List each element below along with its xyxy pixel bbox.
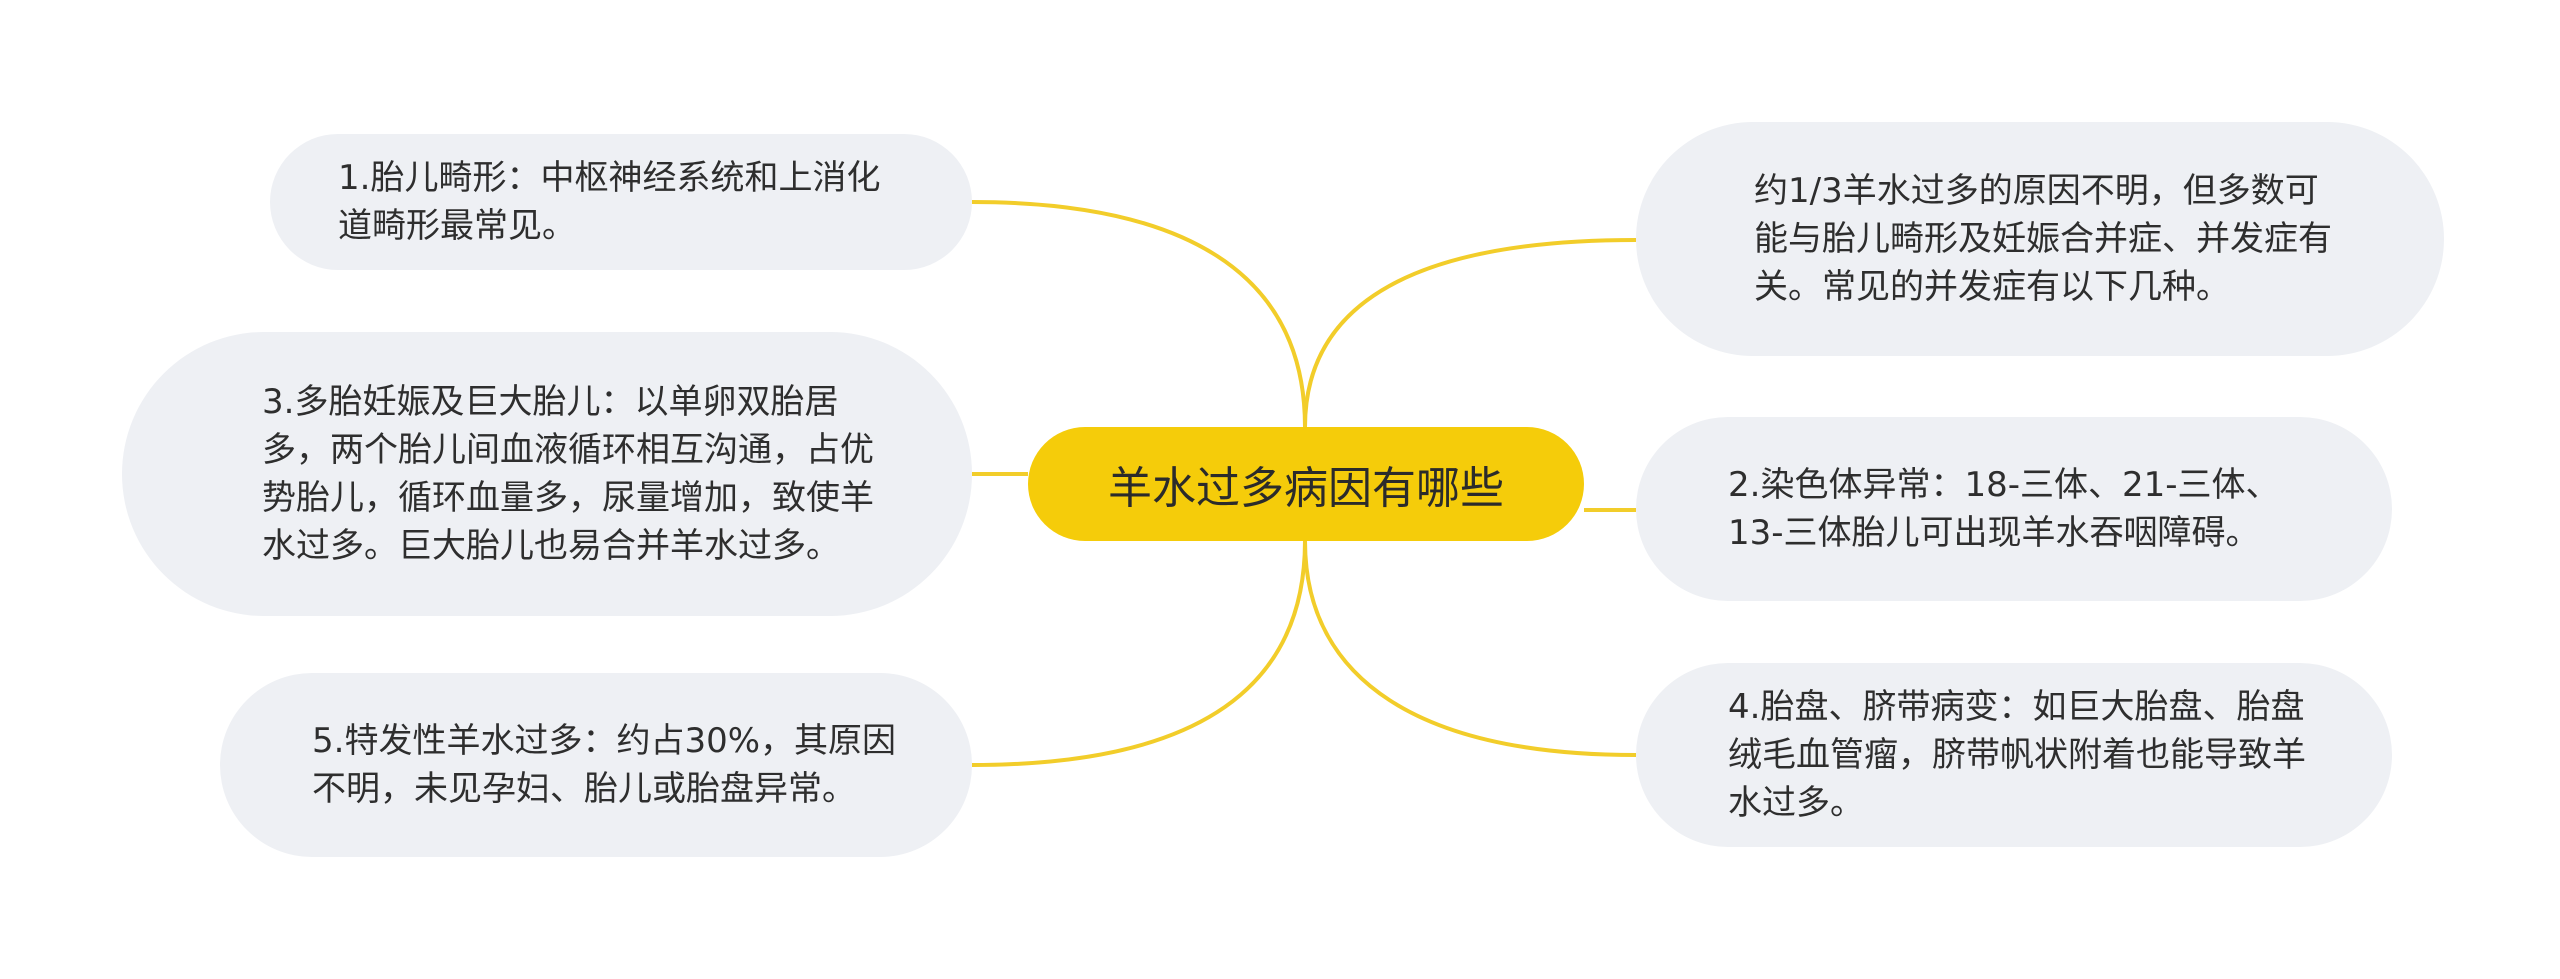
mindmap-node-multiple-pregnancy[interactable]: 3.多胎妊娠及巨大胎儿：以单卵双胎居多，两个胎儿间血液循环相互沟通，占优势胎儿，… <box>122 332 972 616</box>
central-topic-node[interactable]: 羊水过多病因有哪些 <box>1028 427 1584 541</box>
connector-node-0 <box>1303 238 1637 428</box>
mindmap-node-fetal-malformation[interactable]: 1.胎儿畸形：中枢神经系统和上消化道畸形最常见。 <box>270 134 972 270</box>
central-topic-text: 羊水过多病因有哪些 <box>1108 463 1504 514</box>
node-text: 4.胎盘、脐带病变：如巨大胎盘、胎盘绒毛血管瘤，脐带帆状附着也能导致羊水过多。 <box>1728 687 2306 823</box>
mindmap-node-overview[interactable]: 约1/3羊水过多的原因不明，但多数可能与胎儿畸形及妊娠合并症、并发症有关。常见的… <box>1636 122 2444 356</box>
node-text: 约1/3羊水过多的原因不明，但多数可能与胎儿畸形及妊娠合并症、并发症有关。常见的… <box>1754 171 2332 307</box>
mindmap-node-chromosome-abnormality[interactable]: 2.染色体异常：18-三体、21-三体、13-三体胎儿可出现羊水吞咽障碍。 <box>1636 417 2392 601</box>
connector-node-5 <box>971 540 1307 767</box>
node-text: 3.多胎妊娠及巨大胎儿：以单卵双胎居多，两个胎儿间血液循环相互沟通，占优势胎儿，… <box>262 382 874 566</box>
mindmap-node-idiopathic[interactable]: 5.特发性羊水过多：约占30%，其原因不明，未见孕妇、胎儿或胎盘异常。 <box>220 673 972 857</box>
mindmap-node-placenta-cord[interactable]: 4.胎盘、脐带病变：如巨大胎盘、胎盘绒毛血管瘤，脐带帆状附着也能导致羊水过多。 <box>1636 663 2392 847</box>
connector-node-4 <box>1303 540 1637 757</box>
node-text: 1.胎儿畸形：中枢神经系统和上消化道畸形最常见。 <box>338 158 881 246</box>
node-text: 5.特发性羊水过多：约占30%，其原因不明，未见孕妇、胎儿或胎盘异常。 <box>312 721 897 809</box>
node-text: 2.染色体异常：18-三体、21-三体、13-三体胎儿可出现羊水吞咽障碍。 <box>1728 465 2280 553</box>
connector-node-1 <box>971 200 1307 428</box>
